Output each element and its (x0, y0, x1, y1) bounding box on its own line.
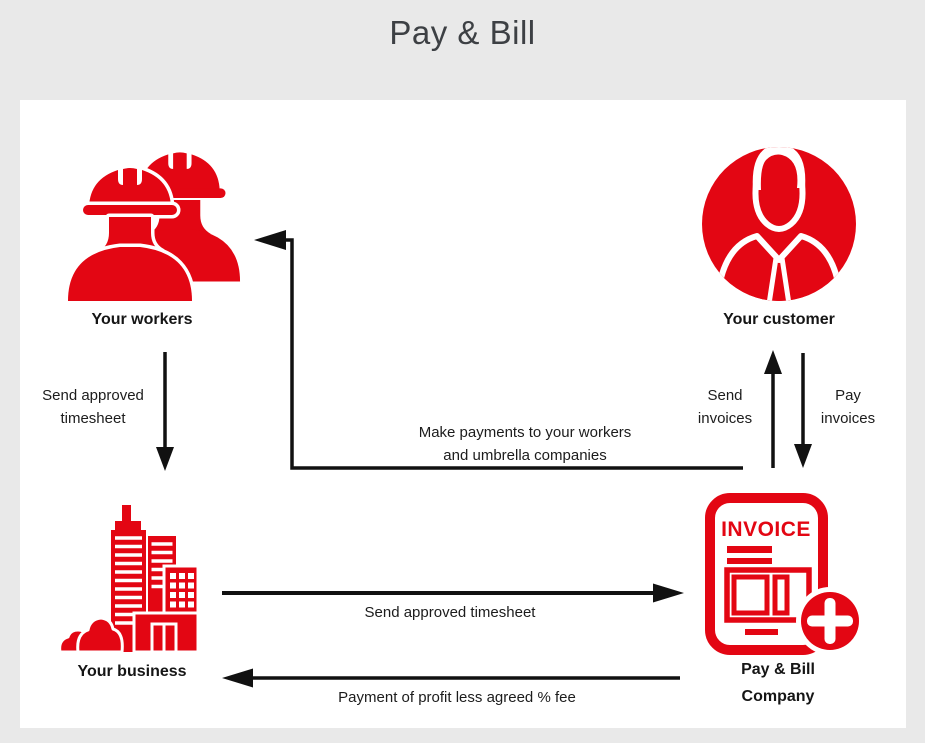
flow-label-pay-invoices: Pay invoices (820, 387, 876, 427)
invoice-text: INVOICE (721, 518, 811, 541)
flow-label-send-invoices: Send invoices (697, 387, 753, 427)
page-header: Pay & Bill (0, 0, 925, 100)
arrow-send-invoices (764, 350, 782, 468)
construction-workers-icon (64, 152, 241, 301)
arrow-pay-invoices (794, 353, 812, 468)
flow-label-send-approved-timesheet-bottom: Send approved timesheet (364, 604, 536, 621)
businessman-circle-icon (702, 147, 856, 301)
node-label-workers: Your workers (91, 311, 193, 328)
invoice-plus-icon: INVOICE (705, 493, 864, 655)
plus-badge-icon (796, 587, 864, 655)
city-buildings-icon (58, 505, 200, 652)
page-title: Pay & Bill (389, 14, 536, 51)
arrow-paybill-to-workers (254, 230, 743, 470)
node-label-business: Your business (77, 663, 187, 680)
flow-label-send-approved-timesheet-left: Send approved timesheet (42, 387, 144, 427)
arrow-paybill-to-business (222, 668, 680, 688)
node-label-customer: Your customer (723, 311, 835, 328)
flow-label-payment-of-profit: Payment of profit less agreed % fee (338, 689, 576, 706)
arrow-business-to-paybill (222, 583, 684, 603)
flow-arrows-layer (156, 230, 812, 688)
diagram-canvas: Your workers Your customer (20, 100, 906, 728)
node-label-paybill: Pay & Bill Company (741, 661, 815, 705)
arrow-workers-to-business (156, 352, 174, 471)
flow-label-make-payments: Make payments to your workers and umbrel… (418, 424, 632, 464)
